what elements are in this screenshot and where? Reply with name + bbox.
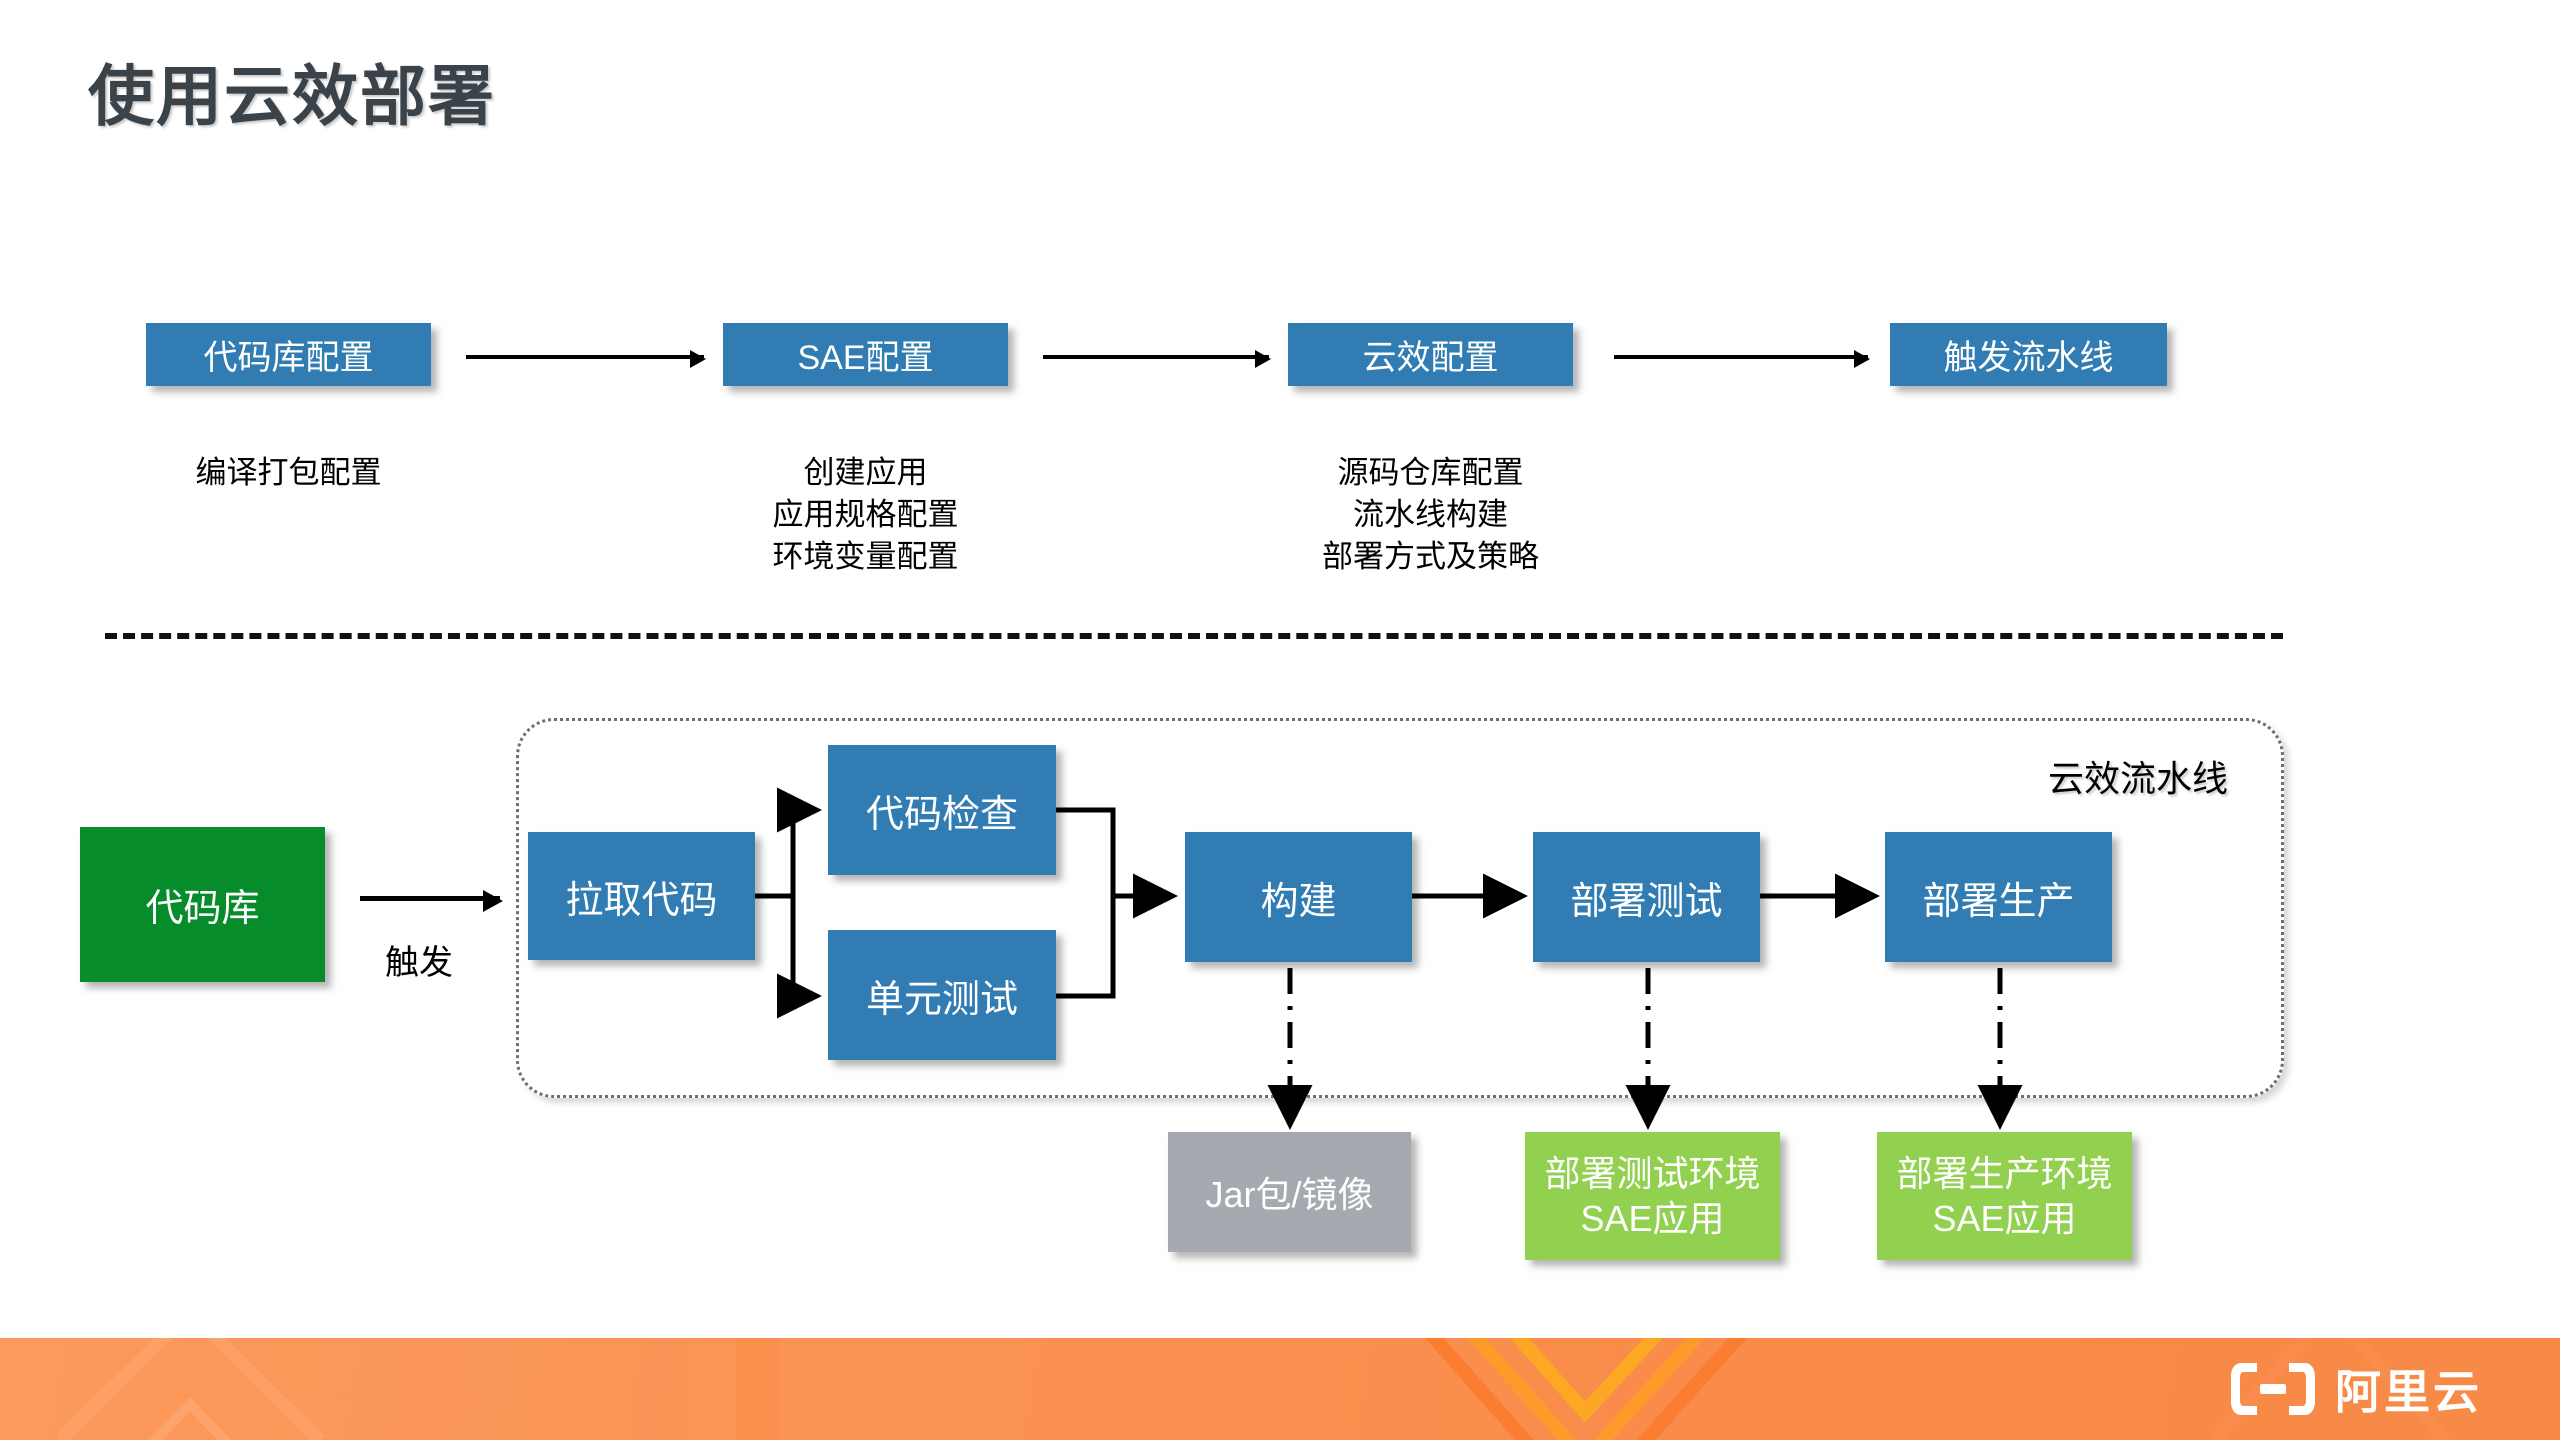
brand-logo: 阿里云 xyxy=(2227,1356,2482,1422)
alibaba-cloud-bracket-icon xyxy=(2231,1363,2315,1415)
section-divider xyxy=(105,633,2283,639)
source-repo-label: 代码库 xyxy=(145,888,260,930)
stage-unit-test[interactable]: 单元测试 xyxy=(828,930,1056,1060)
top-flow-arrow-1 xyxy=(466,350,706,368)
stage-build-label: 构建 xyxy=(1260,880,1337,923)
stage-deploy-test[interactable]: 部署测试 xyxy=(1533,832,1760,962)
footer-chevron-pattern xyxy=(55,1338,2450,1440)
artifact-box-2[interactable]: 部署测试环境SAE应用 xyxy=(1525,1132,1780,1260)
top-step-box-4[interactable]: 触发流水线 xyxy=(1890,323,2167,386)
artifact-box-3[interactable]: 部署生产环境SAE应用 xyxy=(1877,1132,2132,1260)
top-step-label-4: 触发流水线 xyxy=(1943,339,2114,377)
stage-pull-code[interactable]: 拉取代码 xyxy=(528,832,755,960)
artifact-label-2: 部署测试环境SAE应用 xyxy=(1544,1153,1761,1239)
pipeline-container-label: 云效流水线 xyxy=(2048,758,2229,799)
footer-bar: 阿里云 xyxy=(0,1338,2560,1440)
top-step-note-3: 源码仓库配置 流水线构建 部署方式及策略 xyxy=(1322,455,1539,575)
stage-deploy-prod[interactable]: 部署生产 xyxy=(1885,832,2112,962)
top-flow-arrow-3 xyxy=(1614,350,1870,368)
top-step-note-2: 创建应用 应用规格配置 环境变量配置 xyxy=(772,455,959,575)
trigger-label: 触发 xyxy=(385,944,453,982)
top-step-note-1: 编译打包配置 xyxy=(195,455,382,490)
page-title: 使用云效部署 xyxy=(88,59,496,133)
stage-deploy-test-label: 部署测试 xyxy=(1570,880,1723,923)
top-step-box-2[interactable]: SAE配置 xyxy=(723,323,1008,386)
stage-build[interactable]: 构建 xyxy=(1185,832,1412,962)
stage-pull-code-label: 拉取代码 xyxy=(565,879,718,922)
trigger-arrow xyxy=(360,890,503,912)
top-step-label-3: 云效配置 xyxy=(1362,339,1499,377)
stage-code-check[interactable]: 代码检查 xyxy=(828,745,1056,875)
brand-name: 阿里云 xyxy=(2335,1366,2482,1418)
stage-deploy-prod-label: 部署生产 xyxy=(1922,880,2075,923)
artifact-box-1[interactable]: Jar包/镜像 xyxy=(1168,1132,1411,1252)
artifact-label-1: Jar包/镜像 xyxy=(1205,1174,1374,1215)
top-step-label-2: SAE配置 xyxy=(797,339,934,377)
artifact-label-3: 部署生产环境SAE应用 xyxy=(1896,1153,2113,1239)
top-step-box-3[interactable]: 云效配置 xyxy=(1288,323,1573,386)
pipeline-container xyxy=(516,718,2284,1098)
top-step-box-1[interactable]: 代码库配置 xyxy=(146,323,431,386)
stage-unit-test-label: 单元测试 xyxy=(865,978,1018,1021)
top-step-label-1: 代码库配置 xyxy=(203,339,374,377)
stage-code-check-label: 代码检查 xyxy=(865,793,1018,836)
top-flow-arrow-2 xyxy=(1043,350,1271,368)
source-repo-box[interactable]: 代码库 xyxy=(80,827,325,982)
